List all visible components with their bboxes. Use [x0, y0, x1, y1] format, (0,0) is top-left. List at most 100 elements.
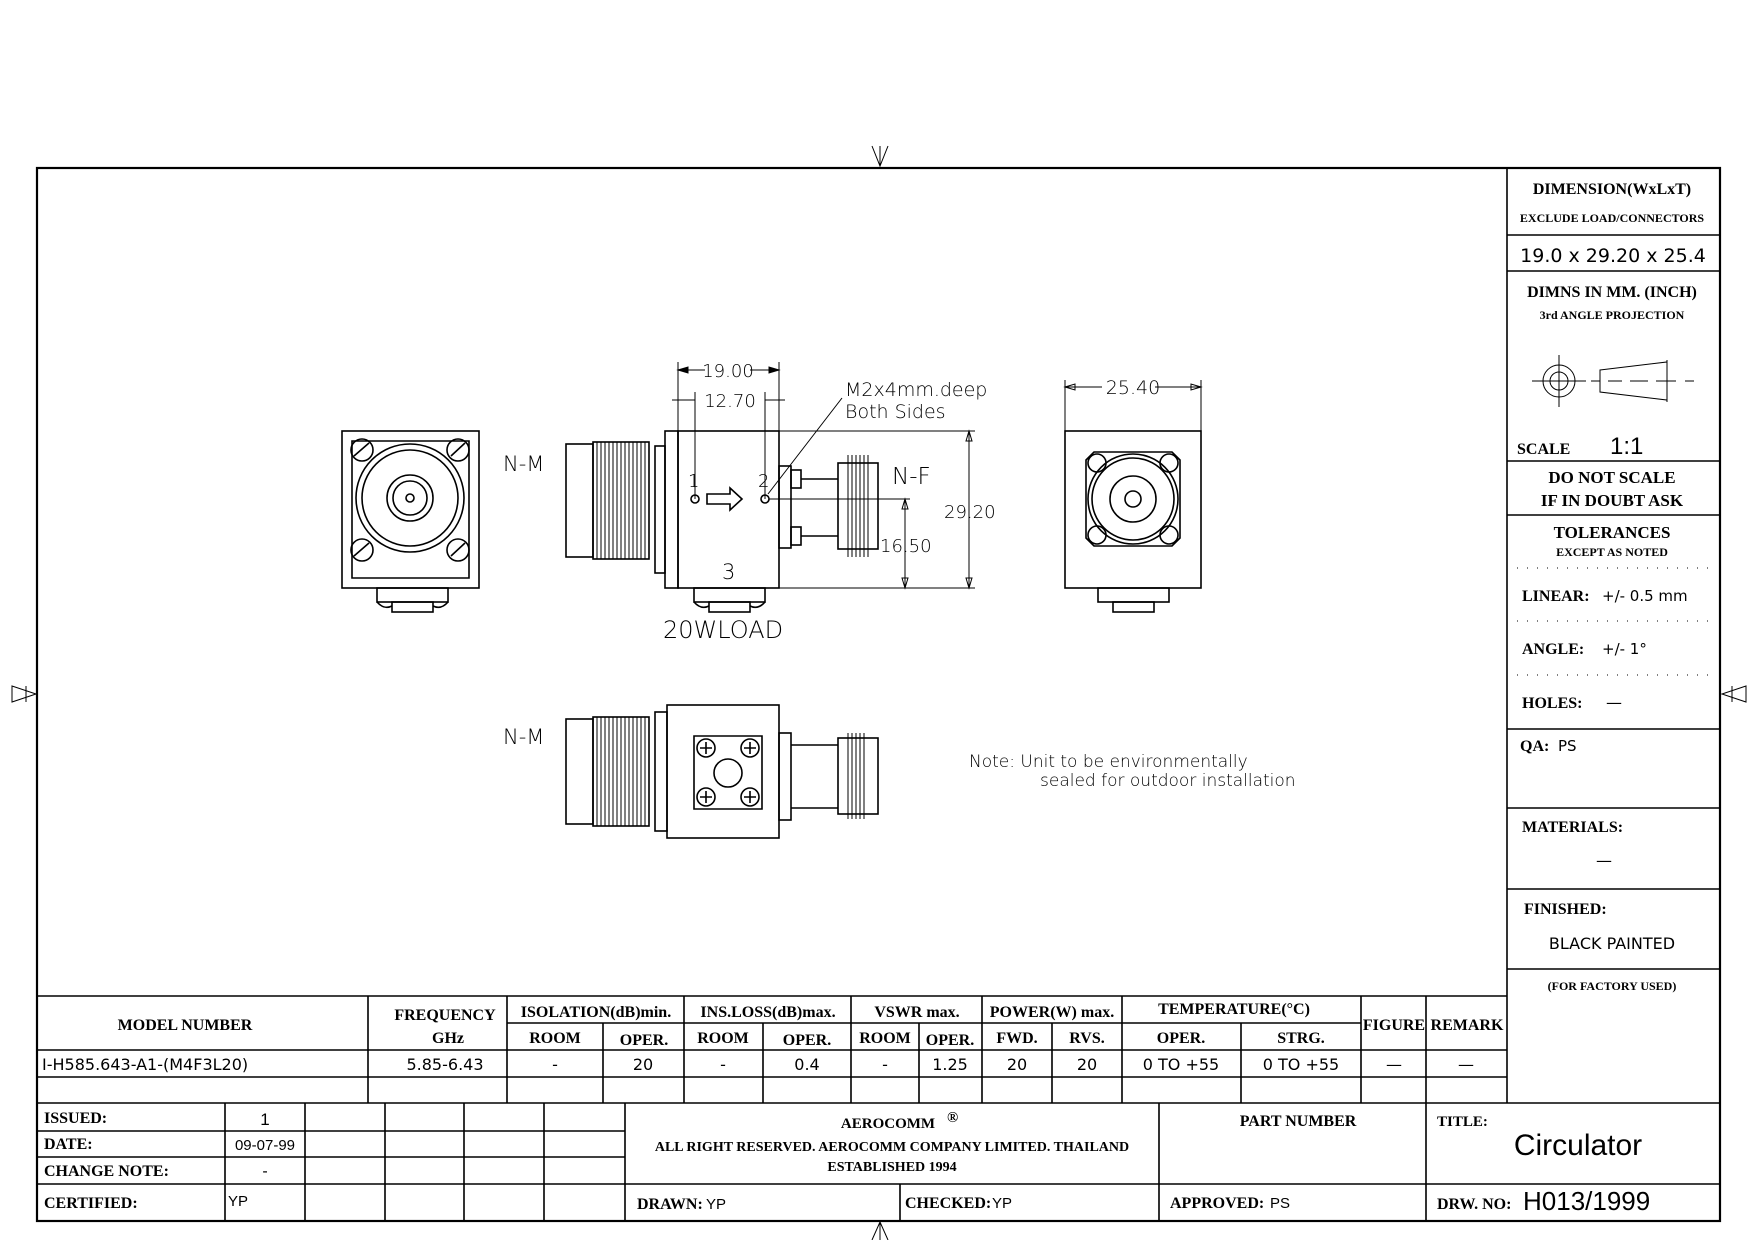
svg-text:5.85-6.43: 5.85-6.43 [406, 1055, 483, 1074]
scale-value: 1:1 [1610, 433, 1643, 460]
svg-text:—: — [1458, 1055, 1474, 1074]
drawing-number-label: DRW. NO: [1437, 1196, 1511, 1213]
tolerances-title: TOLERANCES [1554, 523, 1671, 542]
label-port-1: 1 [688, 471, 699, 492]
screw-icon [740, 787, 760, 807]
svg-text:0 TO +55: 0 TO +55 [1263, 1055, 1339, 1074]
svg-text:20: 20 [1077, 1055, 1097, 1074]
screw-icon [350, 538, 374, 562]
svg-text:OPER.: OPER. [620, 1032, 668, 1049]
table-row: I-H585.643-A1-(M4F3L20) 5.85-6.43 - 20 -… [42, 1055, 1474, 1074]
angle-label: ANGLE: [1522, 641, 1584, 658]
do-not-scale-2: IF IN DOUBT ASK [1541, 491, 1684, 510]
svg-text:RVS.: RVS. [1069, 1030, 1104, 1047]
checked-label: CHECKED: [905, 1195, 991, 1212]
company-name: AEROCOMM [841, 1116, 935, 1132]
dim-depth: 25.40 [1106, 377, 1160, 399]
svg-text:1.25: 1.25 [932, 1055, 968, 1074]
units-note: DIMNS IN MM. (INCH) [1527, 284, 1697, 301]
label-load: 20WLOAD [663, 616, 783, 644]
subheaders: ROOM OPER. ROOM OPER. ROOM OPER. FWD. RV… [529, 1030, 1325, 1049]
tolerances-subtitle: EXCEPT AS NOTED [1556, 545, 1668, 559]
svg-text:FWD.: FWD. [996, 1030, 1037, 1047]
dim-port-height: 16.50 [880, 536, 932, 557]
linear-value: +/- 0.5 mm [1602, 587, 1688, 605]
screw-icon [446, 438, 470, 462]
svg-text:-: - [882, 1055, 888, 1074]
checked-value: YP [992, 1195, 1012, 1212]
svg-text:—: — [1386, 1055, 1402, 1074]
header-model: MODEL NUMBER [118, 1017, 253, 1034]
part-number-label: PART NUMBER [1240, 1113, 1357, 1130]
dim-height: 29.20 [944, 502, 996, 523]
header-frequency: FREQUENCY [394, 1007, 496, 1024]
dimension-value: 19.0 x 29.20 x 25.4 [1520, 245, 1706, 267]
hole-note-line-1: M2x4mm.deep [845, 379, 987, 401]
svg-text:STRG.: STRG. [1277, 1030, 1325, 1047]
do-not-scale-1: DO NOT SCALE [1548, 468, 1675, 487]
header-frequency-unit: GHz [432, 1030, 464, 1047]
bottom-view [565, 704, 879, 839]
header-temperature: TEMPERATURE(°C) [1158, 1001, 1310, 1018]
svg-text:OPER.: OPER. [783, 1032, 831, 1049]
third-angle-projection-icon [1532, 355, 1694, 407]
finished-value: BLACK PAINTED [1549, 934, 1675, 953]
angle-value: +/- 1° [1602, 640, 1647, 658]
factory-note: (FOR FACTORY USED) [1548, 979, 1677, 993]
svg-text:-: - [720, 1055, 726, 1074]
centering-marks [11, 145, 1747, 1240]
screw-icon [696, 738, 716, 758]
thread-lines [847, 455, 869, 557]
qa-label: QA: [1520, 738, 1549, 755]
materials-value: — [1596, 851, 1612, 870]
direction-arrow-icon [706, 486, 744, 512]
svg-text:OPER.: OPER. [1157, 1030, 1205, 1047]
svg-text:0.4: 0.4 [794, 1055, 819, 1074]
rights-note: ALL RIGHT RESERVED. AEROCOMM COMPANY LIM… [655, 1140, 1129, 1155]
finished-label: FINISHED: [1524, 901, 1607, 918]
svg-text:OPER.: OPER. [926, 1032, 974, 1049]
drawn-value: YP [706, 1196, 726, 1213]
svg-text:ROOM: ROOM [859, 1030, 911, 1047]
knurl-lines [596, 442, 646, 559]
spec-table: MODEL NUMBER FREQUENCY GHz ISOLATION(dB)… [37, 995, 1720, 1104]
svg-text:20: 20 [1007, 1055, 1027, 1074]
change-note-value: - [262, 1163, 267, 1180]
screw-icon [696, 787, 716, 807]
note-line-2: sealed for outdoor installation [1040, 771, 1296, 791]
dim-width: 19.00 [702, 361, 754, 382]
materials-label: MATERIALS: [1522, 819, 1623, 836]
dimension-subtitle: EXCLUDE LOAD/CONNECTORS [1520, 211, 1704, 225]
label-nf: N-F [892, 464, 931, 490]
title-block: ISSUED: 1 DATE: 09-07-99 CHANGE NOTE: - … [37, 1103, 1720, 1221]
svg-text:ROOM: ROOM [697, 1030, 749, 1047]
date-label: DATE: [44, 1136, 93, 1153]
screw-icon [350, 438, 374, 462]
holes-value: — [1606, 693, 1622, 712]
issued-value: 1 [260, 1110, 269, 1129]
sheet-frame [35, 166, 1722, 1223]
drawing-number-value: H013/1999 [1523, 1186, 1650, 1216]
date-value: 09-07-99 [235, 1137, 295, 1154]
established-note: ESTABLISHED 1994 [827, 1160, 956, 1175]
side-panel: DIMENSION(WxLxT) EXCLUDE LOAD/CONNECTORS… [1506, 168, 1720, 1103]
dimension-title: DIMENSION(WxLxT) [1533, 181, 1691, 198]
issued-label: ISSUED: [44, 1110, 107, 1127]
svg-text:20: 20 [633, 1055, 653, 1074]
qa-value: PS [1558, 737, 1577, 755]
header-ins-loss: INS.LOSS(dB)max. [700, 1004, 835, 1021]
drawn-label: DRAWN: [637, 1196, 703, 1213]
screw-icon [740, 738, 760, 758]
hole-note-line-2: Both Sides [845, 401, 946, 423]
approved-value: PS [1270, 1195, 1290, 1212]
label-nm-bottom: N-M [503, 725, 544, 749]
svg-text:ROOM: ROOM [529, 1030, 581, 1047]
svg-text:I-H585.643-A1-(M4F3L20): I-H585.643-A1-(M4F3L20) [42, 1055, 248, 1074]
svg-text:-: - [552, 1055, 558, 1074]
approved-label: APPROVED: [1170, 1195, 1264, 1212]
holes-label: HOLES: [1522, 695, 1582, 712]
header-vswr: VSWR max. [874, 1004, 959, 1021]
title-label: TITLE: [1437, 1114, 1488, 1130]
side-view [565, 430, 879, 613]
